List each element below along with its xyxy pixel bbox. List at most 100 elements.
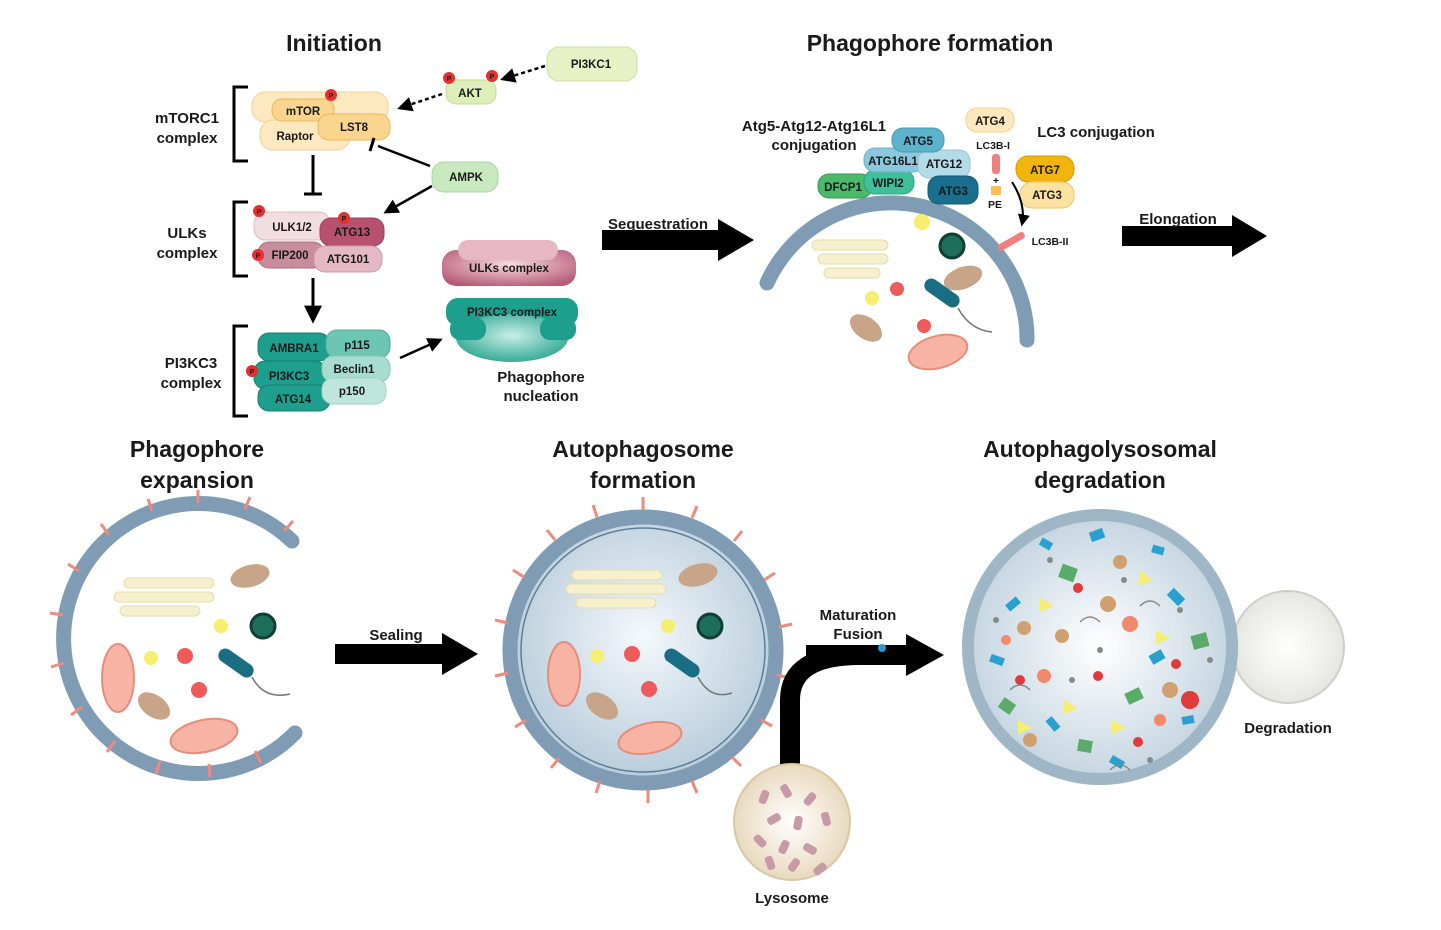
nucleation-complex: ULKs complex PI3KC3 complex xyxy=(442,240,578,362)
phospho-badge xyxy=(246,365,258,377)
phospho-label: P xyxy=(250,369,255,376)
protein-p150: p150 xyxy=(339,386,365,398)
bacterium-flagellum xyxy=(697,676,733,696)
mitochondrion-damaged xyxy=(943,265,983,291)
p150-shape xyxy=(321,377,387,405)
phospho-badge xyxy=(325,89,337,101)
protein-akt: AKT xyxy=(458,88,482,100)
title-autolysosomal-line2: degradation xyxy=(1034,467,1166,493)
expanding-phagophore xyxy=(49,490,303,781)
vesicle xyxy=(914,214,930,230)
plus-sign: + xyxy=(993,175,999,187)
label-pi3kc3-complex: PI3KC3 complex xyxy=(467,307,558,319)
lc3-spikes xyxy=(494,497,793,803)
atg5-shape xyxy=(891,127,945,153)
phospho-badge xyxy=(338,212,350,224)
protein-pe: PE xyxy=(988,199,1002,211)
label-pi3kc3-line1: PI3KC3 xyxy=(165,355,218,372)
label-phagophore-nucleation-line1: Phagophore xyxy=(497,369,585,386)
protein-aggregate xyxy=(641,681,657,697)
title-phagophore-expansion-line2: expansion xyxy=(140,467,254,493)
phospho-badge xyxy=(443,72,455,84)
mitochondrion xyxy=(101,643,135,713)
label-mtorc1-line2: complex xyxy=(157,130,219,147)
title-autophagosome-line2: formation xyxy=(590,467,696,493)
ampk-shape xyxy=(431,161,499,193)
phagophore-cup xyxy=(759,195,1035,371)
bacterium-flagellum xyxy=(251,676,291,696)
mitochondrion-damaged xyxy=(137,692,171,720)
expansion-membrane xyxy=(56,496,303,781)
autophagosome-inner-membrane xyxy=(520,527,766,773)
lysosome-fusion-path xyxy=(780,645,861,780)
pi3kc3-complex: AMBRA1 p115 PI3KC3 Beclin1 ATG14 p150 P xyxy=(246,329,391,412)
akt-shape xyxy=(445,79,497,105)
pi3kc3-complex-lobe xyxy=(450,318,486,340)
phospho-badge xyxy=(486,70,498,82)
protein-mtor: mTOR xyxy=(286,106,321,118)
phospho-label: P xyxy=(490,74,495,81)
atg4-shape xyxy=(965,107,1015,133)
vesicle xyxy=(865,291,879,305)
protein-atg5: ATG5 xyxy=(903,136,933,148)
protein-lc3b-i: LC3B-I xyxy=(976,140,1010,152)
protein-atg101: ATG101 xyxy=(327,254,370,266)
bracket-ulks xyxy=(232,200,248,278)
protein-raptor: Raptor xyxy=(276,131,314,143)
protein-fip200: FIP200 xyxy=(271,250,308,262)
protein-atg16l1: ATG16L1 xyxy=(868,156,918,168)
arrow-elongation xyxy=(1122,215,1267,257)
lst8-shape xyxy=(317,113,391,141)
phospho-label: P xyxy=(256,253,261,260)
phospho-badge xyxy=(252,249,264,261)
protein-atg3: ATG3 xyxy=(938,186,968,198)
label-atg-conjugation-line1: Atg5-Atg12-Atg16L1 xyxy=(742,118,886,135)
vesicle xyxy=(214,619,228,633)
degraded-debris xyxy=(989,527,1213,771)
title-phagophore-formation: Phagophore formation xyxy=(807,30,1054,56)
arrow-akt-mtorc1 xyxy=(397,92,443,112)
autolysosome xyxy=(962,509,1345,785)
protein-atg14: ATG14 xyxy=(275,394,312,406)
label-maturation: Maturation xyxy=(820,607,897,624)
atg3-shape xyxy=(927,175,979,205)
lc3-spikes xyxy=(49,490,295,778)
pi3kc3-complex-lobe xyxy=(540,318,576,340)
protein-ambra1: AMBRA1 xyxy=(269,343,319,355)
bacterium xyxy=(924,278,960,308)
mitochondrion-damaged xyxy=(585,692,619,720)
title-phagophore-expansion-line1: Phagophore xyxy=(130,436,264,462)
phospho-label: P xyxy=(329,93,334,100)
vesicle xyxy=(661,619,675,633)
mitochondrion-damaged xyxy=(849,314,883,342)
protein-atg4: ATG4 xyxy=(975,116,1005,128)
label-lysosome: Lysosome xyxy=(755,890,829,907)
fusion-point xyxy=(878,644,886,652)
arrow-sequestration xyxy=(602,219,754,261)
phagophore-membrane xyxy=(759,195,1035,348)
arrow-lc3-conjugation xyxy=(1011,181,1030,227)
mitochondrion-damaged xyxy=(678,563,718,587)
protein-dfcp1: DFCP1 xyxy=(824,182,862,194)
lc3b-ii-marker xyxy=(997,231,1025,251)
autophagosome xyxy=(494,497,793,803)
arrow-ampk-ulks xyxy=(383,184,433,214)
label-fusion: Fusion xyxy=(833,626,882,643)
title-initiation: Initiation xyxy=(286,30,382,56)
label-ulks-line2: complex xyxy=(157,245,219,262)
lysosome xyxy=(733,763,851,881)
bracket-pi3kc3 xyxy=(232,324,248,418)
bacterium-flagellum xyxy=(957,307,993,333)
atg-conjugation-complex: ATG5 ATG16L1 ATG12 DFCP1 WIPI2 ATG3 xyxy=(817,127,979,205)
label-elongation: Elongation xyxy=(1139,211,1217,228)
label-pi3kc3-line2: complex xyxy=(161,375,223,392)
phospho-label: P xyxy=(342,216,347,223)
label-atg-conjugation-line2: conjugation xyxy=(772,137,857,154)
lc3b-i-marker xyxy=(992,154,1000,174)
protein-pi3kc3: PI3KC3 xyxy=(269,371,309,383)
peroxisome xyxy=(938,232,966,260)
label-ulks-complex: ULKs complex xyxy=(469,263,549,275)
phospho-badge xyxy=(253,205,265,217)
peroxisome xyxy=(249,612,277,640)
